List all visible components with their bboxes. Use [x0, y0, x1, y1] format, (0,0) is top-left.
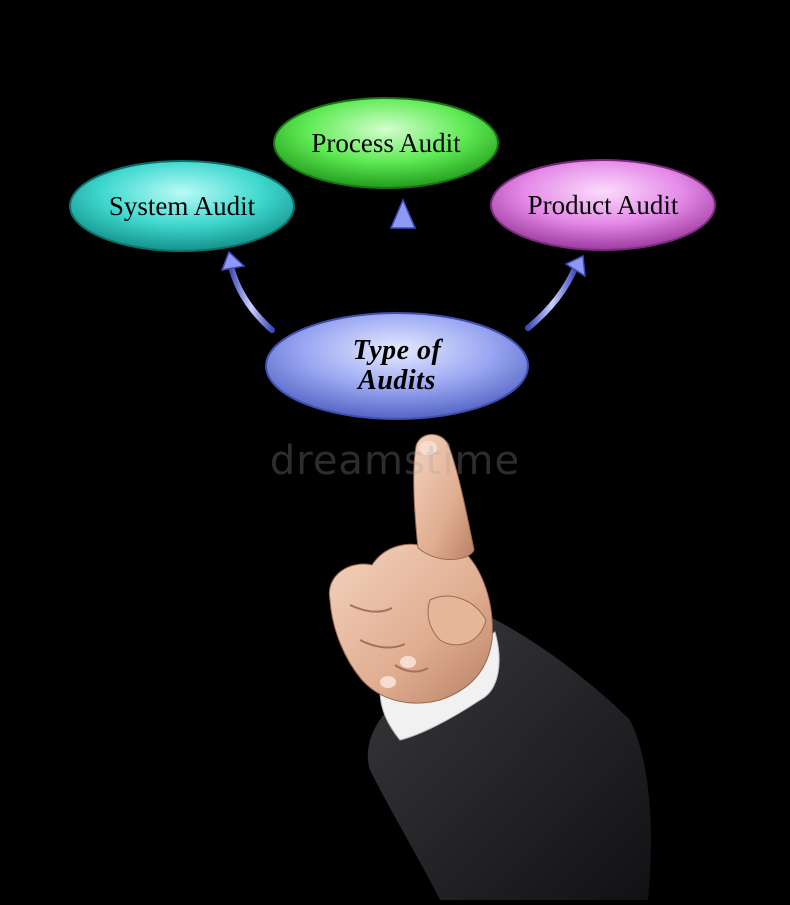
arrow-to-process — [389, 198, 417, 302]
node-process-label: Process Audit — [311, 127, 461, 158]
node-system-label: System Audit — [108, 190, 256, 221]
center-line-1: Type of — [352, 335, 442, 366]
arrow-to-product — [525, 254, 586, 331]
node-product-shape — [490, 159, 716, 251]
center-line-2: Audits — [358, 365, 436, 396]
pointing-hand-icon — [328, 434, 651, 900]
node-center-label: Type of Audits — [266, 330, 528, 402]
arrow-to-system — [220, 250, 275, 333]
node-process-shape — [273, 97, 499, 189]
node-system-shape — [69, 160, 295, 252]
node-product-label: Product Audit — [527, 189, 679, 220]
node-center-shape — [265, 312, 529, 420]
